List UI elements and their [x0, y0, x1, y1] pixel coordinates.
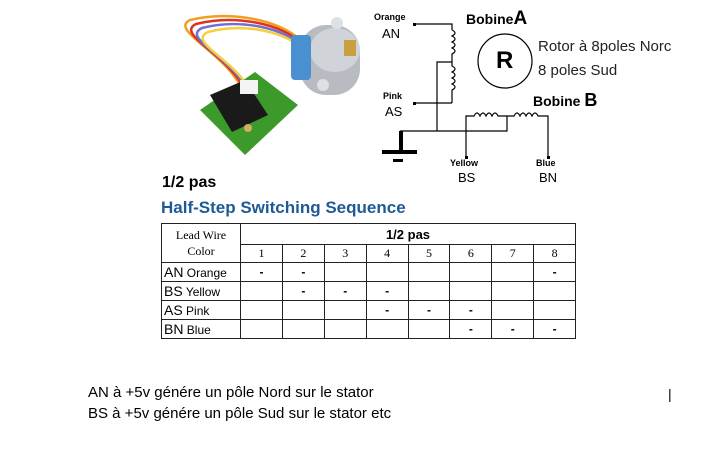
step-header: 3	[323, 244, 367, 263]
sequence-cell	[491, 281, 535, 301]
sequence-cell	[240, 319, 283, 339]
step-header: 2	[281, 244, 325, 263]
step-header: 4	[365, 244, 409, 263]
table-row: AS Pink---	[161, 300, 576, 320]
row-label: AN Orange	[161, 262, 241, 282]
sequence-cell: -	[449, 300, 493, 320]
step-header: 8	[533, 244, 576, 263]
row-label: BS Yellow	[161, 281, 241, 301]
sequence-cell	[449, 262, 493, 282]
sequence-cell: -	[533, 262, 576, 282]
bobine-b-title: Bobine B	[533, 90, 597, 111]
sequence-cell	[323, 319, 367, 339]
row-color: Pink	[186, 304, 210, 318]
sequence-cell	[281, 319, 325, 339]
sequence-cell	[491, 262, 535, 282]
orange-label: Orange	[374, 12, 406, 22]
sequence-cell	[240, 300, 283, 320]
half-step-label: 1/2 pas	[162, 174, 217, 191]
sequence-cell: -	[323, 281, 367, 301]
sequence-cell: -	[407, 300, 451, 320]
lead-header-line2: Color	[187, 244, 215, 258]
driver-board	[200, 72, 298, 155]
as-label: AS	[385, 104, 403, 119]
text-cursor: |	[668, 386, 672, 402]
bn-label: BN	[539, 170, 558, 185]
sequence-cell	[407, 262, 451, 282]
sequence-cell	[323, 262, 367, 282]
sequence-cell: -	[240, 262, 283, 282]
sequence-cell	[533, 281, 576, 301]
step-header: 1	[240, 244, 283, 263]
row-color: Blue	[186, 323, 211, 337]
rotor-line2: 8 poles Sud	[538, 62, 618, 79]
sequence-cell	[281, 300, 325, 320]
blue-label: Blue	[536, 158, 556, 168]
sequence-title: Half-Step Switching Sequence	[161, 198, 406, 217]
sequence-cell	[365, 319, 409, 339]
sequence-cell: -	[533, 319, 576, 339]
sequence-cell: -	[281, 281, 325, 301]
sequence-cell	[240, 281, 283, 301]
note-line1: AN à +5v génére un pôle Nord sur le stat…	[88, 384, 374, 401]
motor	[291, 17, 360, 95]
row-code: BN	[164, 321, 184, 337]
sequence-cell: -	[281, 262, 325, 282]
sequence-cell	[407, 281, 451, 301]
step-header: 6	[449, 244, 493, 263]
row-code: AS	[164, 302, 183, 318]
table-row: BS Yellow---	[161, 281, 576, 301]
step-header: 7	[491, 244, 535, 263]
row-color: Yellow	[185, 285, 221, 299]
bobine-a-text: Bobine	[466, 11, 514, 27]
row-code: AN	[164, 264, 184, 280]
step-header: 5	[407, 244, 451, 263]
yellow-label: Yellow	[450, 158, 479, 168]
bobine-b-text: Bobine	[533, 93, 581, 109]
lead-header-line1: Lead Wire	[175, 228, 227, 242]
table-row: AN Orange---	[161, 262, 576, 282]
row-label: AS Pink	[161, 300, 241, 320]
sequence-cell: -	[365, 300, 409, 320]
wires	[184, 14, 307, 89]
sequence-cell	[323, 300, 367, 320]
an-label: AN	[382, 26, 401, 41]
bobine-a-title: BobineA	[466, 8, 527, 30]
sequence-cell: -	[449, 319, 493, 339]
sequence-cell	[449, 281, 493, 301]
pink-label: Pink	[383, 91, 403, 101]
rotor-line1: Rotor à 8poles Norc	[538, 38, 672, 55]
bobine-b-letter: B	[584, 90, 598, 110]
table-row: BN Blue---	[161, 319, 576, 339]
row-color: Orange	[186, 266, 227, 280]
rotor-symbol: R	[496, 47, 514, 74]
note-line2: BS à +5v génére un pôle Sud sur le stato…	[88, 405, 392, 422]
row-code: BS	[164, 283, 183, 299]
sequence-cell	[491, 300, 535, 320]
sequence-cell: -	[365, 281, 409, 301]
sequence-cell	[365, 262, 409, 282]
row-label: BN Blue	[161, 319, 241, 339]
bs-label: BS	[458, 170, 476, 185]
sequence-cell: -	[491, 319, 535, 339]
sequence-cell	[533, 300, 576, 320]
bobine-a-letter: A	[513, 8, 528, 29]
sequence-cell	[407, 319, 451, 339]
group-header: 1/2 pas	[240, 223, 576, 245]
